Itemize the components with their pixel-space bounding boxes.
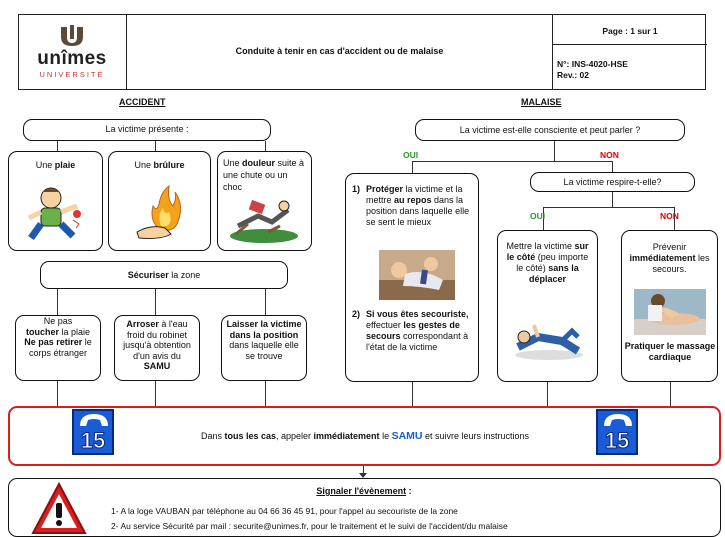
connector bbox=[155, 141, 156, 153]
arrow-head bbox=[359, 473, 367, 478]
samu-number: 15 bbox=[604, 428, 630, 454]
oui2-label: OUI bbox=[530, 211, 546, 221]
non2-label: NON bbox=[660, 211, 679, 221]
samu-phone-icon: 15 bbox=[596, 409, 638, 455]
cpr-icon bbox=[634, 289, 706, 335]
burn-hand-icon bbox=[136, 184, 181, 239]
unimes-logo-icon bbox=[61, 25, 83, 46]
report-box: Signaler l'évènement : 1- A la loge VAUB… bbox=[8, 478, 721, 537]
warning-icon bbox=[31, 481, 87, 534]
logo-text: unîmes bbox=[37, 48, 107, 69]
victim-presents-label: La victime présente : bbox=[105, 124, 189, 134]
breathing-question-label: La victime respire-t-elle? bbox=[563, 177, 662, 187]
arrow-down-icon bbox=[363, 466, 364, 477]
conscious-steps-box: 1) Protéger la victime et la mettre au r… bbox=[345, 173, 479, 382]
document-title: Conduite à tenir en cas d'accident ou de… bbox=[235, 46, 444, 56]
brulure-label: Une brûlure bbox=[134, 160, 185, 170]
connector bbox=[412, 161, 612, 162]
douleur-instructions-box: Laisser la victime dans la position dans… bbox=[221, 315, 307, 381]
recovery-position-icon bbox=[515, 324, 583, 360]
victim-presents-box: La victime présente : bbox=[23, 119, 271, 141]
breathing-question-box: La victime respire-t-elle? bbox=[530, 172, 695, 192]
document-ref: N°: INS-4020-HSE bbox=[557, 59, 628, 69]
phone-handset-icon bbox=[80, 414, 108, 426]
plaie-label: Une plaie bbox=[35, 160, 76, 170]
fall-scene-icon bbox=[230, 199, 298, 243]
samu-number: 15 bbox=[80, 428, 106, 454]
cpr-label: Pratiquer le massage cardiaque bbox=[624, 341, 716, 362]
connector bbox=[674, 207, 675, 230]
douleur-box: Une douleur suite à une chute ou un choc bbox=[217, 151, 312, 251]
connector bbox=[265, 289, 266, 315]
connector bbox=[57, 141, 58, 153]
meta-cell: Page : 1 sur 1 N°: INS-4020-HSE Rev.: 02 bbox=[552, 15, 707, 89]
malaise-heading: MALAISE bbox=[521, 97, 562, 107]
accident-heading: ACCIDENT bbox=[119, 97, 166, 107]
logo-cell: unîmes UNIVERSITÉ bbox=[19, 15, 127, 89]
connector bbox=[155, 289, 156, 315]
samu-phone-icon: 15 bbox=[72, 409, 114, 455]
oui-label: OUI bbox=[403, 150, 419, 160]
brulure-instructions-box: Arroser à l'eau froid du robinet jusqu'à… bbox=[114, 315, 200, 381]
header: unîmes UNIVERSITÉ Conduite à tenir en ca… bbox=[18, 14, 707, 90]
connector bbox=[543, 207, 674, 208]
secure-zone-box: Sécuriser la zone bbox=[40, 261, 288, 289]
connector bbox=[412, 382, 413, 406]
douleur-label: Une douleur suite à une chute ou un choc bbox=[223, 158, 305, 192]
conscious-question-label: La victime est-elle consciente et peut p… bbox=[459, 125, 641, 135]
plaie-box: Une plaie bbox=[8, 151, 103, 251]
divider bbox=[553, 44, 707, 45]
injured-child-icon bbox=[27, 187, 81, 241]
connector bbox=[612, 192, 613, 208]
connector bbox=[265, 141, 266, 153]
connector bbox=[612, 161, 613, 172]
connector bbox=[412, 161, 413, 173]
connector bbox=[543, 207, 544, 230]
connector bbox=[547, 382, 548, 406]
samu-instruction: Dans tous les cas, appeler immédiatement… bbox=[200, 430, 530, 442]
document-rev: Rev.: 02 bbox=[557, 70, 589, 80]
resting-person-icon bbox=[379, 250, 455, 300]
plaie-instructions-box: Ne pas toucher la plaie Ne pas retirer l… bbox=[15, 315, 101, 381]
connector bbox=[670, 382, 671, 406]
connector bbox=[57, 289, 58, 315]
connector bbox=[155, 381, 156, 406]
secure-zone-label: Sécuriser bbox=[127, 270, 169, 280]
non-label: NON bbox=[600, 150, 619, 160]
conscious-question-box: La victime est-elle consciente et peut p… bbox=[415, 119, 685, 141]
page-number: Page : 1 sur 1 bbox=[602, 26, 658, 36]
report-title: Signaler l'évènement : bbox=[316, 486, 412, 496]
report-line-2: 2- Au service Sécurité par mail : securi… bbox=[111, 521, 508, 531]
phone-handset-icon bbox=[604, 414, 632, 426]
cpr-box: Prévenir immédiatement les secours. Prat… bbox=[621, 230, 718, 382]
connector bbox=[554, 141, 555, 162]
logo-subtext: UNIVERSITÉ bbox=[39, 70, 105, 79]
report-line-1: 1- A la loge VAUBAN par téléphone au 04 … bbox=[111, 506, 458, 516]
brulure-box: Une brûlure bbox=[108, 151, 211, 251]
recovery-position-box: Mettre la victime sur le côté (peu impor… bbox=[497, 230, 598, 382]
connector bbox=[57, 381, 58, 406]
connector bbox=[265, 381, 266, 406]
